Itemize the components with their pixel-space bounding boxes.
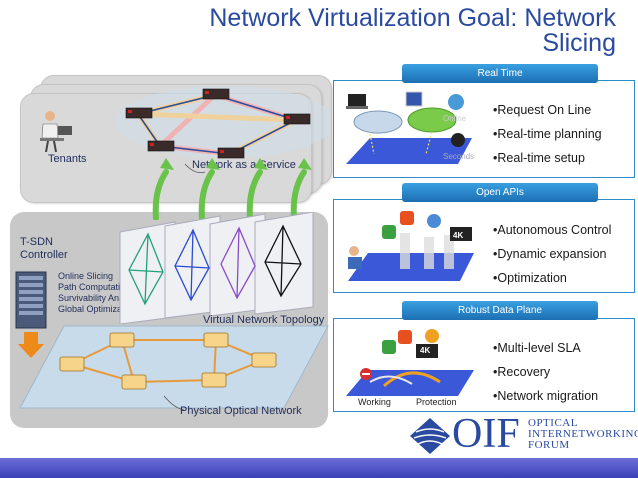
robust-data-plane-bullets: •Multi-level SLA •Recovery •Network migr…: [493, 336, 598, 408]
tenants-label: Tenants: [48, 153, 87, 165]
bullet-multi-level-sla: •Multi-level SLA: [493, 341, 581, 355]
bottom-bar: [0, 458, 638, 478]
oif-logo-line-3: FORUM: [528, 439, 570, 451]
panel-header-real-time: Real Time: [402, 64, 598, 83]
oif-logo-emblem: [410, 418, 450, 454]
bullet-request-on-line: •Request On Line: [493, 103, 592, 117]
slide-title: Network Virtualization Goal: Network Sli…: [146, 6, 616, 56]
oif-logo-mark: OIF: [452, 411, 520, 457]
oif-logo-line-2: INTERNETWORKING: [528, 428, 638, 440]
bullet-autonomous-control: •Autonomous Control: [493, 223, 612, 237]
title-line-2: Slicing: [542, 29, 616, 57]
virtual-network-topology: [119, 212, 314, 324]
bullet-dynamic-expansion: •Dynamic expansion: [493, 247, 607, 261]
function-path-computation: Path Computation: [58, 282, 131, 292]
bullet-real-time-planning: •Real-time planning: [493, 127, 602, 141]
controller-label-line-1: T-SDN: [20, 236, 53, 248]
function-global-optimization: Global Optimization: [58, 304, 137, 314]
bullet-recovery: •Recovery: [493, 365, 551, 379]
virtual-network-topology-label: Virtual Network Topology: [203, 314, 325, 326]
open-apis-illustration: [348, 211, 474, 281]
function-survivability-analysis: Survivability Analysis: [58, 293, 142, 303]
open-apis-bullets: •Autonomous Control •Dynamic expansion •…: [493, 218, 611, 290]
bullet-real-time-setup: •Real-time setup: [493, 151, 585, 165]
tag-4k-open-apis: 4K: [453, 231, 464, 240]
physical-optical-network-label: Physical Optical Network: [180, 405, 302, 417]
tag-online: Online: [443, 114, 467, 123]
bullet-optimization: •Optimization: [493, 271, 567, 285]
robust-data-plane-illustration: [346, 329, 474, 396]
bullet-network-migration: •Network migration: [493, 389, 599, 403]
tag-protection: Protection: [416, 397, 457, 407]
title-line-1: Network Virtualization Goal: Network: [209, 4, 616, 32]
oif-logo-text: OPTICAL INTERNETWORKING FORUM: [528, 418, 638, 451]
function-online-slicing: Online Slicing: [58, 271, 114, 281]
panel-header-open-apis: Open APIs: [402, 183, 598, 202]
tag-working: Working: [358, 397, 391, 407]
controller-label-line-2: Controller: [20, 249, 68, 261]
real-time-bullets: •Request On Line •Real-time planning •Re…: [493, 98, 602, 170]
server-rack-icon: [15, 271, 47, 358]
panel-header-robust-data-plane: Robust Data Plane: [402, 301, 598, 320]
oif-logo-line-1: OPTICAL: [528, 417, 578, 429]
controller-functions-list: Online Slicing Path Computation Survivab…: [58, 271, 142, 315]
physical-optical-network: [19, 325, 329, 411]
panel-robust-data-plane: [333, 318, 635, 412]
tag-seconds: Seconds: [443, 152, 475, 161]
tag-4k-robust: 4K: [420, 346, 431, 355]
tenant-network-diagram: [40, 86, 330, 174]
real-time-illustration: [340, 88, 480, 168]
green-arrows: [152, 158, 312, 220]
